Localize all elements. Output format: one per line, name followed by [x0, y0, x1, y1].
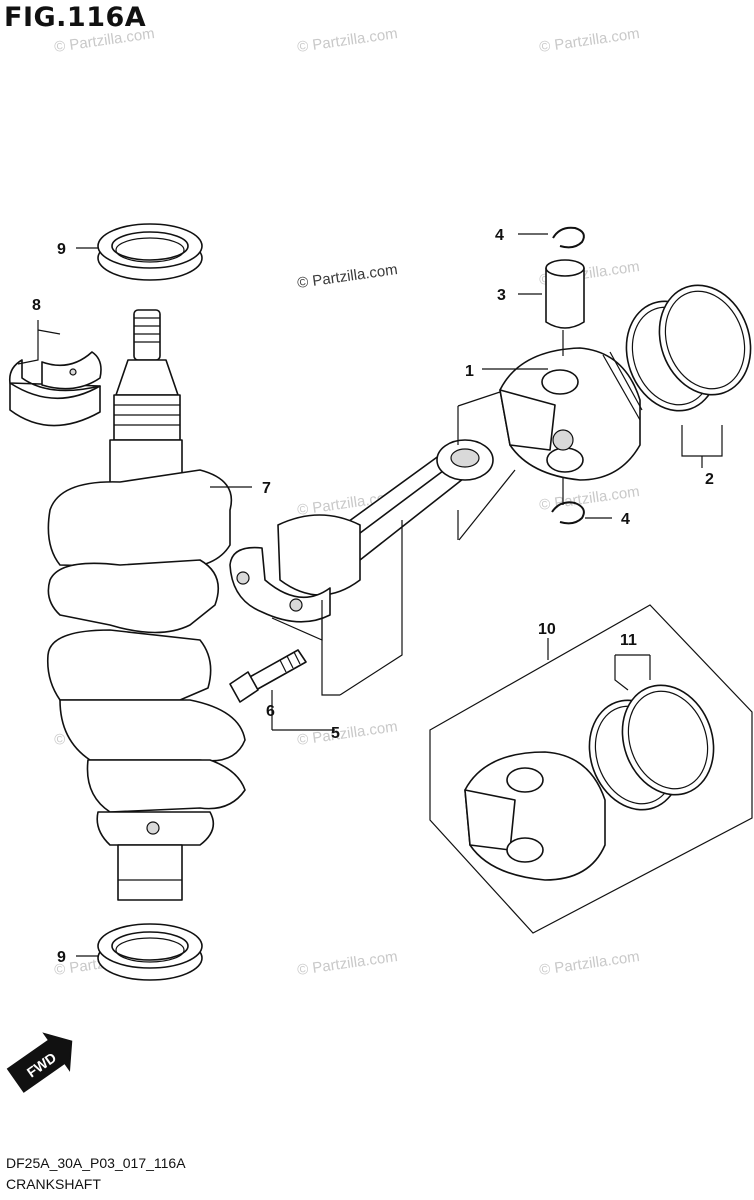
watermark: © Partzilla.com [538, 948, 640, 979]
crankshaft [46, 309, 246, 901]
oil-seal-upper [97, 223, 203, 281]
piston-pin [545, 259, 585, 329]
connecting-rod [229, 439, 494, 623]
connecting-rod-bolt [229, 649, 307, 703]
watermark: © Partzilla.com [296, 718, 398, 749]
figure-name: CRANKSHAFT [6, 1176, 101, 1192]
callout-11: 11 [620, 632, 637, 649]
circlip-upper [552, 226, 585, 249]
callout-3: 3 [497, 287, 506, 304]
oversize-piston-kit [429, 604, 753, 934]
figure-title: FIG.116A [4, 2, 147, 33]
callout-10: 10 [538, 621, 556, 638]
figure-code: DF25A_30A_P03_017_116A [6, 1155, 186, 1171]
watermark: © Partzilla.com [296, 261, 398, 292]
watermark: © Partzilla.com [296, 25, 398, 56]
callout-2: 2 [705, 471, 714, 488]
callout-5: 5 [331, 725, 340, 742]
oil-seal-lower [97, 923, 203, 981]
callout-8: 8 [32, 297, 41, 314]
circlip-lower [551, 501, 585, 525]
callout-4-upper: 4 [495, 227, 504, 244]
callout-6: 6 [266, 703, 275, 720]
watermark: © Partzilla.com [538, 25, 640, 56]
callout-4-lower: 4 [621, 511, 630, 528]
fwd-arrow-icon: FWD [6, 1032, 73, 1093]
callout-1: 1 [465, 363, 474, 380]
piston [499, 347, 643, 481]
callout-labels: 1 2 3 4 4 5 6 7 8 9 9 10 11 [32, 227, 714, 966]
callout-9-lower: 9 [57, 949, 66, 966]
callout-7: 7 [262, 480, 271, 497]
leader-lines [17, 233, 723, 957]
piston-ring-set [625, 284, 752, 412]
callout-9-upper: 9 [57, 241, 66, 258]
main-bearing [8, 351, 102, 427]
watermark: © Partzilla.com [53, 25, 155, 56]
watermark: © Partzilla.com [296, 948, 398, 979]
